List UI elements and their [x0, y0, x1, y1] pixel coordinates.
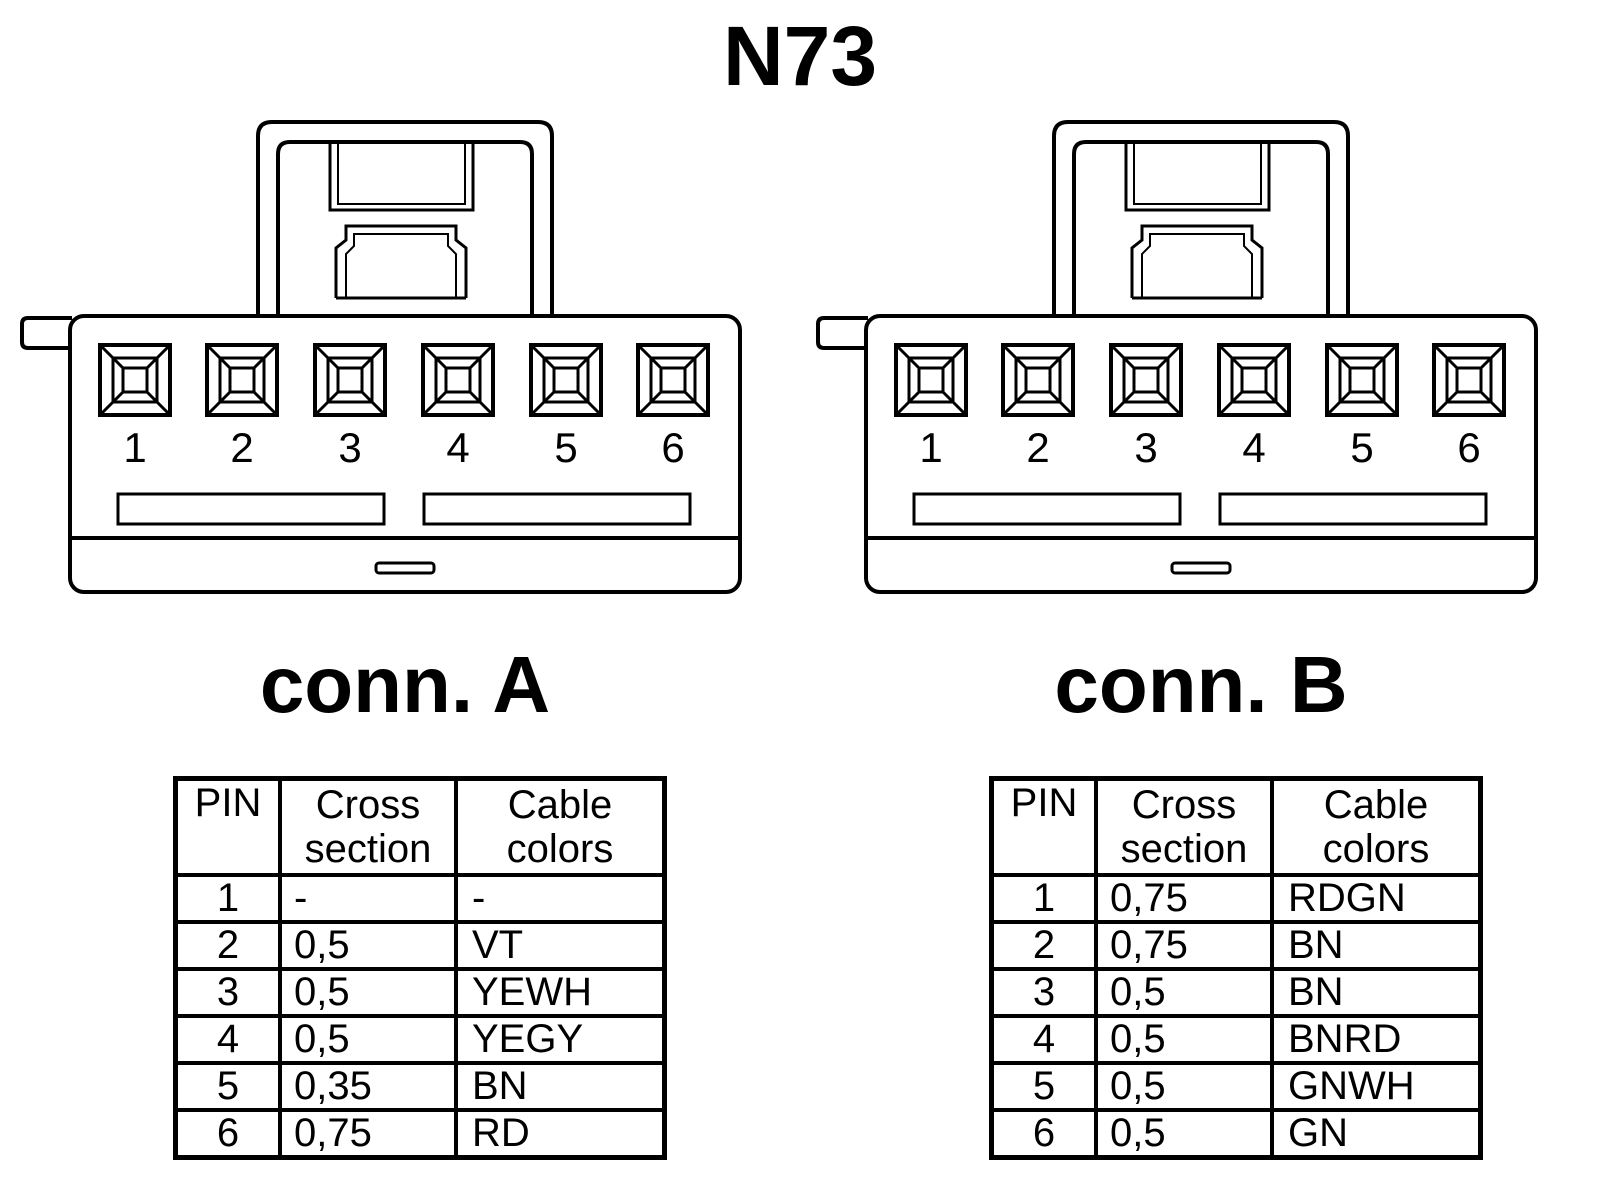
cable-color-cell: RD — [454, 1108, 667, 1160]
cross-section-cell: 0,75 — [278, 1108, 458, 1160]
cable-color-cell: YEWH — [454, 967, 667, 1018]
pin-terminal — [894, 343, 968, 417]
cross-section-cell: 0,5 — [278, 920, 458, 971]
cable-color-cell: - — [454, 873, 667, 924]
cable-color-cell: BN — [1270, 920, 1483, 971]
pin-label-3: 3 — [1134, 424, 1157, 471]
pin-label-4: 4 — [1242, 424, 1265, 471]
header-cable-colors: Cable colors — [454, 776, 667, 877]
pin-terminal — [313, 343, 387, 417]
pin-cell: 2 — [173, 920, 282, 971]
header-pin: PIN — [989, 776, 1098, 877]
connector-a-housing — [20, 120, 742, 594]
connector-a-svg: 1 2 3 4 5 6 — [20, 120, 742, 594]
pin-cell: 1 — [173, 873, 282, 924]
pin-label-1: 1 — [919, 424, 942, 471]
connector-a-pins — [98, 343, 710, 417]
header-cable-colors: Cable colors — [1270, 776, 1483, 877]
cable-color-cell: GNWH — [1270, 1061, 1483, 1112]
cable-color-cell: YEGY — [454, 1014, 667, 1065]
diagram-title: N73 — [722, 9, 878, 103]
connector-b-drawing: 1 2 3 4 5 6 — [814, 118, 1574, 618]
table-row: 1-- — [173, 873, 667, 924]
pin-label-4: 4 — [446, 424, 469, 471]
header-cross-section: Cross section — [1094, 776, 1274, 877]
pin-cell: 6 — [173, 1108, 282, 1160]
cross-section-cell: 0,5 — [1094, 1108, 1274, 1160]
pin-terminal — [529, 343, 603, 417]
pin-cell: 4 — [989, 1014, 1098, 1065]
pin-terminal — [98, 343, 172, 417]
pin-label-6: 6 — [661, 424, 684, 471]
pin-label-6: 6 — [1457, 424, 1480, 471]
cable-color-cell: VT — [454, 920, 667, 971]
pin-terminal — [1432, 343, 1506, 417]
pin-cell: 5 — [989, 1061, 1098, 1112]
pin-cell: 2 — [989, 920, 1098, 971]
header-cross-section: Cross section — [278, 776, 458, 877]
connector-a-pin-labels: 1 2 3 4 5 6 — [123, 424, 684, 471]
cross-section-cell: - — [278, 873, 458, 924]
pin-label-1: 1 — [123, 424, 146, 471]
pin-terminal — [421, 343, 495, 417]
pin-terminal — [636, 343, 710, 417]
pin-cell: 4 — [173, 1014, 282, 1065]
connector-b-housing — [816, 120, 1538, 594]
connector-b-pins — [894, 343, 1506, 417]
cable-color-cell: RDGN — [1270, 873, 1483, 924]
cross-section-cell: 0,5 — [278, 1014, 458, 1065]
table-header-row: PIN Cross section Cable colors — [173, 776, 667, 877]
cable-color-cell: BN — [454, 1061, 667, 1112]
cross-section-cell: 0,5 — [1094, 967, 1274, 1018]
pin-terminal — [1325, 343, 1399, 417]
connector-b-pin-labels: 1 2 3 4 5 6 — [919, 424, 1480, 471]
cross-section-cell: 0,35 — [278, 1061, 458, 1112]
table-header-row: PIN Cross section Cable colors — [989, 776, 1483, 877]
pin-cell: 3 — [173, 967, 282, 1018]
pin-label-5: 5 — [554, 424, 577, 471]
pin-terminal — [1001, 343, 1075, 417]
pin-label-2: 2 — [230, 424, 253, 471]
pin-terminal — [1109, 343, 1183, 417]
pin-label-2: 2 — [1026, 424, 1049, 471]
pin-cell: 1 — [989, 873, 1098, 924]
connector-b-label: conn. B — [1054, 640, 1348, 729]
connector-b-svg: 1 2 3 4 5 6 — [816, 120, 1538, 594]
pin-label-3: 3 — [338, 424, 361, 471]
pin-cell: 3 — [989, 967, 1098, 1018]
pin-terminal — [1217, 343, 1291, 417]
cross-section-cell: 0,75 — [1094, 873, 1274, 924]
cross-section-cell: 0,5 — [1094, 1061, 1274, 1112]
pin-terminal — [205, 343, 279, 417]
cable-color-cell: BNRD — [1270, 1014, 1483, 1065]
connector-a-label: conn. A — [259, 640, 551, 729]
header-pin: PIN — [173, 776, 282, 877]
pin-cell: 5 — [173, 1061, 282, 1112]
cross-section-cell: 0,5 — [1094, 1014, 1274, 1065]
cross-section-cell: 0,5 — [278, 967, 458, 1018]
connector-a-drawing: 1 2 3 4 5 6 — [18, 118, 778, 618]
pin-cell: 6 — [989, 1108, 1098, 1160]
cable-color-cell: BN — [1270, 967, 1483, 1018]
cable-color-cell: GN — [1270, 1108, 1483, 1160]
cross-section-cell: 0,75 — [1094, 920, 1274, 971]
pin-label-5: 5 — [1350, 424, 1373, 471]
